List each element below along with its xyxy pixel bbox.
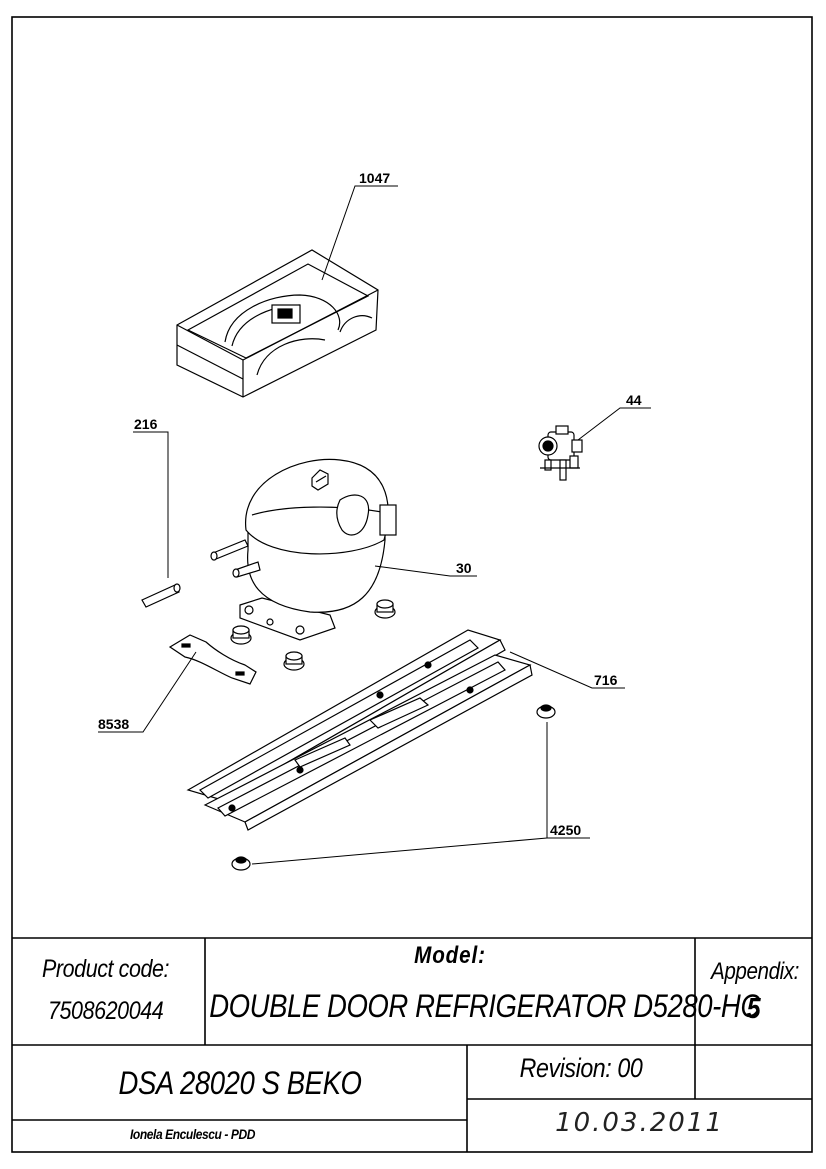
part-4250-grommets — [231, 704, 556, 871]
callout-216: 216 — [134, 416, 158, 432]
callout-1047: 1047 — [359, 170, 390, 186]
part-8538-plate — [168, 634, 257, 685]
revision: Revision: 00 — [519, 1053, 643, 1083]
callout-716: 716 — [594, 672, 618, 688]
author: Ionela Enculescu - PDD — [130, 1126, 256, 1142]
model-value: DOUBLE DOOR REFRIGERATOR D5280-HC — [209, 988, 760, 1024]
part-216-pin — [141, 583, 181, 608]
dsa-code: DSA 28020 S BEKO — [118, 1065, 362, 1101]
appendix-label: Appendix: — [711, 958, 799, 985]
model-label: Model: — [414, 942, 486, 969]
sheet-border — [11, 16, 813, 1153]
product-code-label: Product code: — [42, 955, 170, 983]
date: 10.03.2011 — [555, 1108, 724, 1138]
callout-44: 44 — [626, 392, 642, 408]
callout-8538: 8538 — [98, 716, 129, 732]
part-30-compressor — [210, 458, 397, 671]
callout-30: 30 — [456, 560, 472, 576]
part-1047-cover — [176, 249, 379, 398]
leader-lines — [98, 185, 651, 865]
callout-4250: 4250 — [550, 822, 581, 838]
title-block-grid — [12, 937, 812, 1152]
appendix-value: 5 — [746, 993, 761, 1025]
product-code-value: 7508620044 — [48, 997, 164, 1025]
part-716-rails — [186, 629, 533, 831]
part-44-relay — [538, 425, 583, 481]
